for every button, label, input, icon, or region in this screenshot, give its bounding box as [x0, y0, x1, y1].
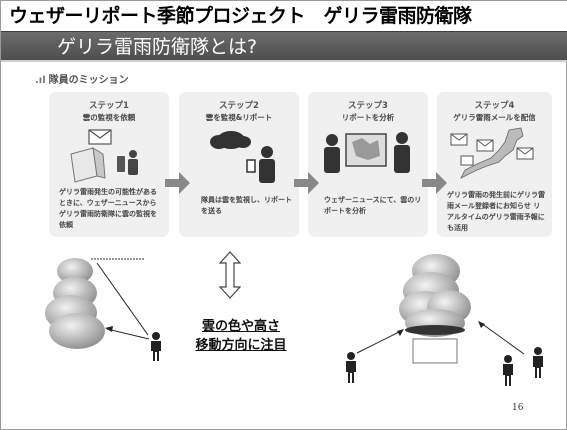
arrow-right-icon: [422, 172, 447, 194]
slide-title: ウェザーリポート季節プロジェクト ゲリラ雷雨防衛隊: [1, 1, 567, 31]
step-4-subtitle: ゲリラ雷雨メールを配信: [453, 113, 536, 122]
step-4-description: ゲリラ雷雨の発生前にゲリラ雷雨メール登録者にお知らせ リアルタイムのゲリラ雷雨予…: [447, 191, 545, 232]
step-3-title: ステップ3: [348, 101, 388, 111]
step-3-card: ステップ3 リポートを分析 ウェザーニュースにて、雲のリポートを分析: [308, 92, 428, 237]
step-2-subtitle: 雲を監視&リポート: [205, 113, 273, 122]
step-3-subtitle: リポートを分析: [341, 113, 395, 122]
step-2-description: 隊員は雲を監視し、リポートを送る: [201, 196, 292, 215]
step-2-card: ステップ2 雲を監視&リポート 隊員は雲を監視し、リポートを送る: [179, 92, 299, 237]
cloud-report-illustration: [210, 131, 275, 183]
height-arrow-icon: [219, 251, 241, 299]
person-icon: [346, 352, 356, 383]
bars-icon: .ıl: [35, 75, 46, 86]
person-icon: [503, 355, 513, 386]
step-4-title: ステップ4: [474, 101, 515, 111]
analysis-illustration: [324, 132, 410, 173]
step-1-description: ゲリラ雷雨発生の可能性があるときに、ウェザーニュースからゲリラ雷雨防衛隊に雲の監…: [59, 188, 157, 229]
arrow-right-icon: [294, 172, 319, 194]
request-illustration: [70, 129, 138, 183]
step-4-card: ステップ4 ゲリラ雷雨メールを配信 ゲリラ雷雨の発生前にゲリラ雷雨メール登録者に…: [437, 92, 552, 237]
step-1-card: ステップ1 雲の監視を依頼 ゲリラ雷雨発生の可能性があるときに、ウェザーニュース…: [49, 92, 169, 237]
arrow-right-icon: [165, 172, 190, 194]
step-1-title: ステップ1: [89, 101, 129, 111]
person-icon: [533, 347, 543, 378]
caption-line-2: 移動方向に注目: [195, 338, 287, 353]
cloud-observation-caption: 雲の色や高さ 移動方向に注目: [161, 317, 321, 355]
mission-label: 隊員のミッション: [48, 75, 129, 86]
cumulus-cloud-left: [45, 258, 150, 349]
person-icon: [151, 332, 161, 361]
step-3-description: ウェザーニュースにて、雲のリポートを分析: [324, 196, 422, 215]
section-banner: ゲリラ雷雨防衛隊とは?: [1, 31, 567, 62]
caption-line-1: 雲の色や高さ: [201, 319, 280, 334]
cumulus-cloud-right: [356, 254, 525, 364]
japan-map-mail-illustration: [450, 127, 534, 179]
step-2-title: ステップ2: [219, 101, 259, 111]
step-1-subtitle: 雲の監視を依頼: [82, 113, 136, 122]
page-number: 16: [512, 403, 524, 413]
